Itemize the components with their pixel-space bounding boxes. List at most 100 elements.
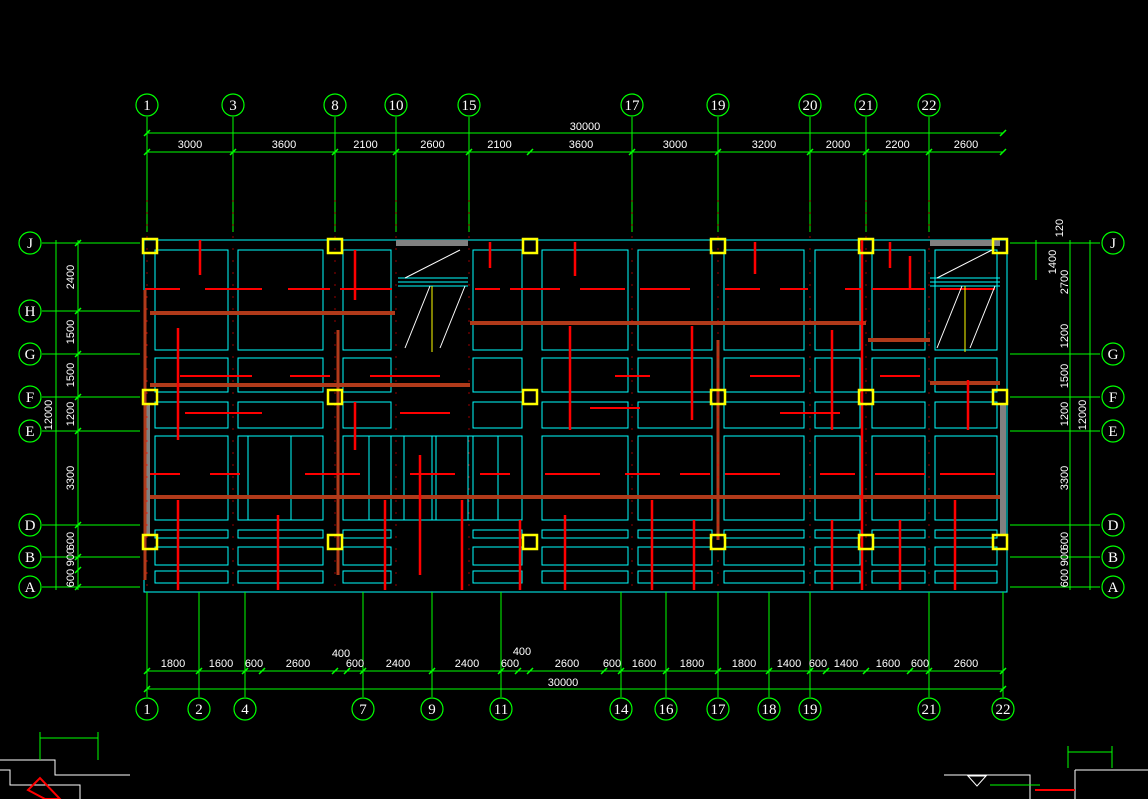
axis-label: 3 [229, 98, 237, 114]
axis-bubble-circle [384, 93, 408, 117]
axis-label: 2 [195, 702, 203, 718]
left-total-dimension: 12000 [43, 400, 55, 431]
left-dimension-text: 1500 [65, 320, 77, 344]
dimension-tick [822, 667, 830, 675]
slab-panel [541, 546, 629, 566]
slab-panel [435, 435, 499, 521]
slab-panel [637, 546, 713, 566]
dimension-tick [925, 148, 933, 156]
axis-bubble-left-H: H [18, 299, 42, 323]
left-dimension-text: 1200 [65, 402, 77, 426]
dimension-tick [74, 521, 82, 529]
axis-bubble-bottom-21: 21 [917, 697, 941, 721]
bottom-dimension-text: 600 [603, 658, 621, 670]
axis-bubble-right-E: E [1101, 419, 1125, 443]
left-wall [144, 404, 150, 536]
right-dimension-text: 3300 [1059, 466, 1071, 490]
slab-panel [472, 570, 523, 584]
slab-panel [342, 249, 392, 351]
column [326, 237, 344, 255]
slab-panel [871, 529, 926, 539]
slab-panel [814, 529, 861, 539]
dimension-tick [143, 685, 151, 693]
column [857, 533, 875, 551]
slab-panel [237, 435, 324, 521]
axis-label: 1 [143, 702, 151, 718]
column [141, 237, 159, 255]
slab-panel [934, 570, 998, 584]
dimension-tick [526, 148, 534, 156]
column [521, 533, 539, 551]
axis-label: 17 [711, 702, 727, 718]
slab-panel [723, 529, 805, 539]
axis-bubble-top-8: 8 [323, 93, 347, 117]
bottom-dimension-text: 1600 [632, 658, 656, 670]
slab-panel [237, 401, 324, 429]
bottom-dimension-text: 1400 [834, 658, 858, 670]
slab-panel [723, 570, 805, 584]
dimension-tick [526, 667, 534, 675]
slab-panel [472, 401, 523, 429]
slab-panel [541, 570, 629, 584]
slab-panel [723, 546, 805, 566]
top-total-dimension: 30000 [570, 121, 601, 133]
slab-panel [541, 529, 629, 539]
right-dimension-text: 600 [1059, 532, 1071, 550]
dimension-tick [74, 583, 82, 591]
slab-panel [637, 570, 713, 584]
slab-panel [154, 546, 229, 566]
top-dimension-text: 3000 [178, 139, 202, 151]
slab-panel [237, 249, 324, 351]
axis-label: F [26, 390, 34, 406]
slab-panel [541, 249, 629, 351]
axis-label: G [1108, 347, 1119, 363]
dimension-tick [999, 148, 1007, 156]
column [857, 237, 875, 255]
top-dimension-text: 2100 [353, 139, 377, 151]
axis-bubble-right-G: G [1101, 342, 1125, 366]
axis-bubble-circle [798, 93, 822, 117]
left-dimension-text: 2400 [65, 265, 77, 289]
axis-bubble-circle [854, 93, 878, 117]
slab-panel [237, 570, 324, 584]
top-dimension-text: 2200 [885, 139, 909, 151]
bottom-dimension-text: 1600 [876, 658, 900, 670]
bottom-dimension-text: 2400 [455, 658, 479, 670]
axis-label: J [1110, 236, 1116, 252]
dimension-tick [359, 667, 367, 675]
axis-bubble-circle [917, 93, 941, 117]
right-dimension-text: 900 [1059, 548, 1071, 566]
slab-panel [154, 249, 229, 351]
axis-bubble-right-B: B [1101, 545, 1125, 569]
slab-panel [871, 435, 926, 521]
axis-bubble-circle [18, 299, 42, 323]
axis-bubble-left-J: J [18, 231, 42, 255]
axis-bubble-circle [609, 697, 633, 721]
axis-label: G [25, 347, 36, 363]
axis-label: 22 [996, 702, 1011, 718]
axis-bubble-bottom-9: 9 [420, 697, 444, 721]
dimension-tick [74, 239, 82, 247]
axis-label: 19 [711, 98, 726, 114]
slab-panel [541, 401, 629, 429]
slab-panel [342, 570, 392, 584]
axis-bubble-circle [420, 697, 444, 721]
dimension-tick [229, 148, 237, 156]
bottom-dimension-text: 1400 [777, 658, 801, 670]
axis-label: 17 [625, 98, 641, 114]
slab-panel [814, 435, 861, 521]
axis-bubble-top-3: 3 [221, 93, 245, 117]
axis-bubble-circle [620, 93, 644, 117]
axis-bubble-top-19: 19 [706, 93, 730, 117]
dimension-tick [862, 667, 870, 675]
bottom-dimension-text: 600 [501, 658, 519, 670]
axis-label: E [25, 424, 34, 440]
axis-bubble-bottom-4: 4 [233, 697, 257, 721]
left-dimension-text: 3300 [65, 466, 77, 490]
axis-label: 11 [494, 702, 508, 718]
bottom-dimension-text: 1800 [680, 658, 704, 670]
axis-bubble-circle [233, 697, 257, 721]
axis-label: 18 [762, 702, 777, 718]
axis-bubble-circle [991, 697, 1015, 721]
column [326, 388, 344, 406]
